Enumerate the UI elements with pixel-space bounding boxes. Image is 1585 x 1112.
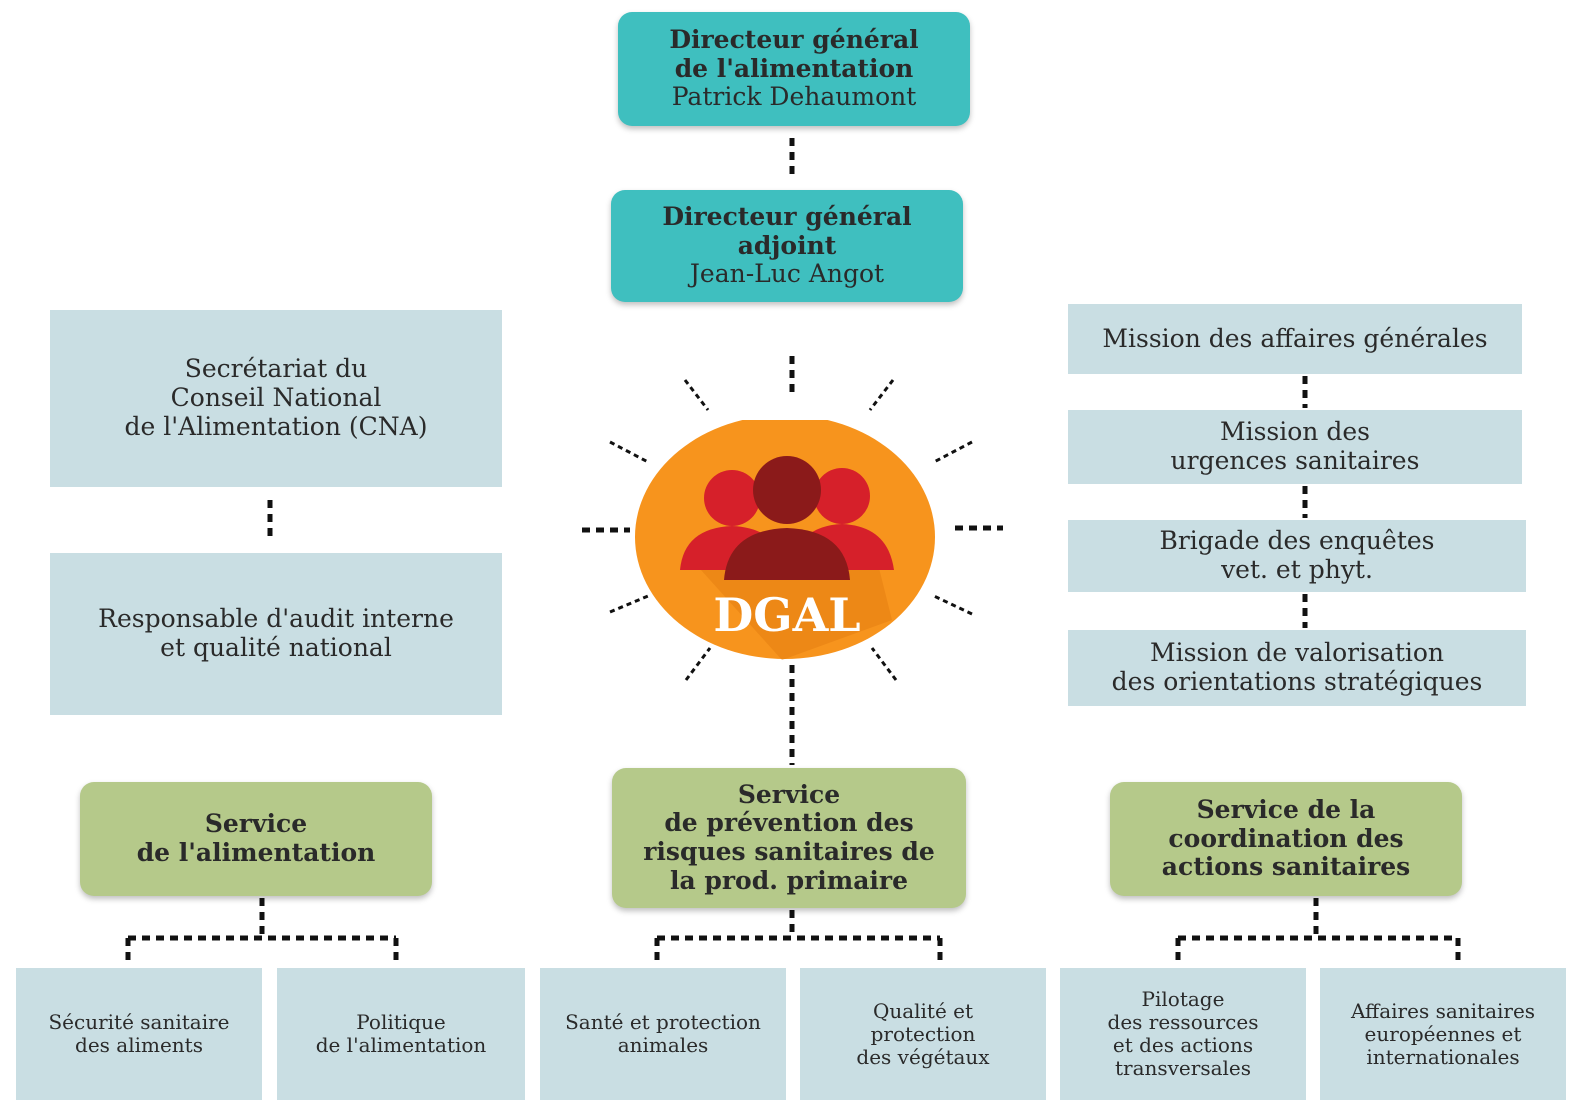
food-safety-subservice: Sécurité sanitaire des aliments	[16, 968, 262, 1100]
service-3-line-3: actions sanitaires	[1161, 852, 1411, 882]
deputy-director-box: Directeur général adjoint Jean-Luc Angot	[611, 190, 963, 302]
deputy-title-line-1: Directeur général	[662, 201, 912, 231]
resources-steering-subservice: Pilotage des ressources et des actions t…	[1060, 968, 1306, 1100]
sub-4-line-3: des végétaux	[856, 1044, 990, 1069]
service-2-line-3: risques sanitaires de	[643, 837, 935, 866]
coordination-service-box: Service de la coordination des actions s…	[1110, 782, 1462, 896]
mission-3-line-1: Brigade des enquêtes	[1159, 526, 1435, 556]
food-policy-subservice: Politique de l'alimentation	[277, 968, 525, 1100]
cna-line-2: Conseil National	[170, 383, 382, 413]
deputy-title-line-2: adjoint	[737, 230, 837, 260]
sub-3-line-2: animales	[617, 1033, 709, 1057]
mission-1-line-1: Mission des affaires générales	[1102, 323, 1488, 353]
director-title-line-1: Directeur général	[669, 24, 919, 54]
mission-4-line-1: Mission de valorisation	[1149, 638, 1445, 668]
sub-1-line-1: Sécurité sanitaire	[48, 1010, 230, 1034]
cna-secretariat-box: Secrétariat du Conseil National de l'Ali…	[50, 310, 502, 487]
sub-2-line-2: de l'alimentation	[315, 1033, 487, 1057]
sub-2-line-1: Politique	[356, 1010, 446, 1034]
mission-strategic-orientations-box: Mission de valorisation des orientations…	[1068, 630, 1526, 706]
service-3-line-2: coordination des	[1168, 823, 1404, 853]
sub-4-line-1: Qualité et	[872, 998, 974, 1023]
mission-general-affairs-box: Mission des affaires générales	[1068, 304, 1522, 374]
mission-health-emergencies-box: Mission des urgences sanitaires	[1068, 410, 1522, 484]
sub-5-line-2: des ressources	[1107, 1010, 1259, 1034]
prevention-service-box: Service de prévention des risques sanita…	[612, 768, 966, 908]
service-3-line-1: Service de la	[1196, 794, 1376, 824]
people-group-icon	[635, 415, 935, 660]
sub-6-line-2: européennes et	[1364, 1021, 1522, 1046]
international-affairs-subservice: Affaires sanitaires européennes et inter…	[1320, 968, 1566, 1100]
sub-5-line-3: et des actions	[1112, 1033, 1254, 1057]
service-2-line-1: Service	[737, 779, 841, 809]
director-title-line-2: de l'alimentation	[674, 53, 914, 83]
director-general-box: Directeur général de l'alimentation Patr…	[618, 12, 970, 126]
director-name: Patrick Dehaumont	[671, 82, 917, 112]
sub-5-line-1: Pilotage	[1141, 987, 1225, 1011]
mission-4-line-2: des orientations stratégiques	[1111, 667, 1483, 696]
audit-line-2: et qualité national	[160, 633, 392, 662]
sub-4-line-2: protection	[870, 1021, 976, 1046]
sub-6-line-1: Affaires sanitaires	[1350, 998, 1536, 1023]
food-service-box: Service de l'alimentation	[80, 782, 432, 896]
investigation-brigade-box: Brigade des enquêtes vet. et phyt.	[1068, 520, 1526, 592]
audit-manager-box: Responsable d'audit interne et qualité n…	[50, 553, 502, 715]
sub-3-line-1: Santé et protection	[565, 1010, 761, 1034]
service-2-line-4: la prod. primaire	[670, 865, 908, 895]
cna-line-1: Secrétariat du	[184, 354, 368, 384]
dgal-logo: DGAL	[632, 415, 942, 670]
mission-2-line-1: Mission des	[1220, 417, 1370, 447]
sub-6-line-3: internationales	[1366, 1044, 1520, 1069]
deputy-name: Jean-Luc Angot	[689, 259, 885, 289]
service-1-line-1: Service	[204, 809, 308, 839]
mission-2-line-2: urgences sanitaires	[1170, 446, 1420, 475]
mission-3-line-2: vet. et phyt.	[1221, 555, 1373, 584]
audit-line-1: Responsable d'audit interne	[98, 604, 454, 634]
dgal-label: DGAL	[713, 588, 861, 642]
sub-5-line-4: transversales	[1114, 1056, 1252, 1080]
cna-line-3: de l'Alimentation (CNA)	[124, 411, 428, 441]
animal-health-subservice: Santé et protection animales	[540, 968, 786, 1100]
service-1-line-2: de l'alimentation	[136, 838, 376, 867]
service-2-line-2: de prévention des	[664, 808, 914, 838]
sub-1-line-2: des aliments	[75, 1033, 203, 1057]
plant-protection-subservice: Qualité et protection des végétaux	[800, 968, 1046, 1100]
